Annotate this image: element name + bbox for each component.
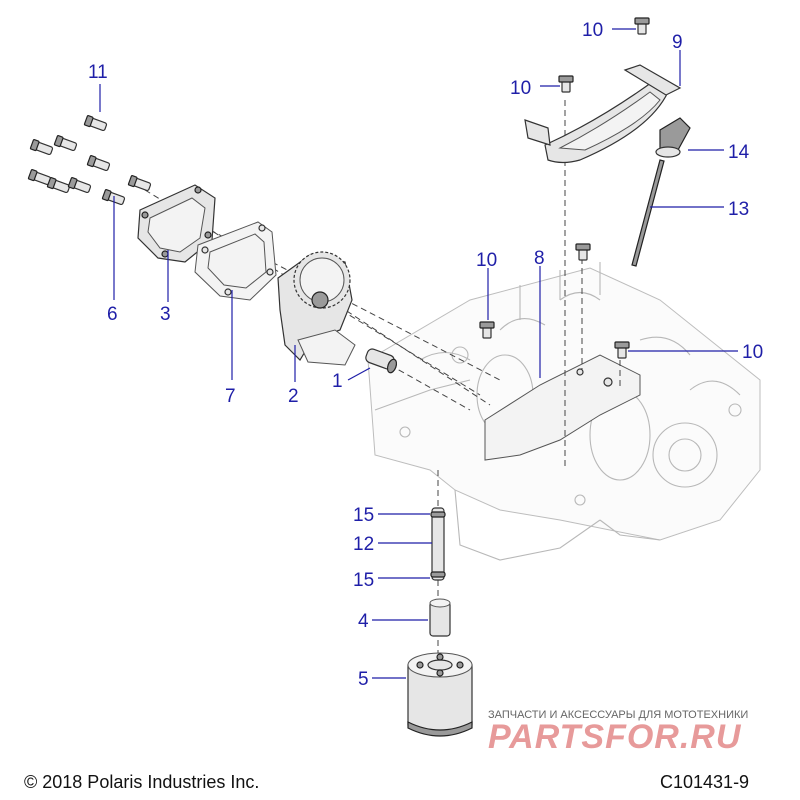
oil-filter-part-5 [407, 652, 473, 737]
callout-14: 14 [728, 142, 750, 163]
callout-13: 13 [728, 199, 749, 220]
watermark-brand: PARTSFOR.RU [488, 718, 742, 756]
dipstick-cap-part-14 [655, 117, 691, 158]
bolt-group-part-11 [27, 115, 152, 206]
bolt-part-10-case [575, 243, 591, 261]
leader-lines [99, 28, 738, 679]
diagram-code: C101431-9 [660, 772, 749, 792]
shield-part-9 [524, 64, 682, 164]
gasket-part-7 [194, 221, 277, 301]
watermark: ЗАПЧАСТИ И АКСЕССУАРЫ ДЛЯ МОТОТЕХНИКИ PA… [488, 709, 748, 756]
tube-part-12 [430, 507, 446, 581]
copyright-text: © 2018 Polaris Industries Inc. [24, 772, 259, 792]
dipstick-part-13 [631, 159, 665, 267]
callout-1: 1 [332, 371, 343, 392]
callout-10-top: 10 [582, 20, 603, 41]
callout-10-right: 10 [742, 342, 763, 363]
pump-cover-part-3 [137, 184, 216, 263]
watermark-tagline: ЗАПЧАСТИ И АКСЕССУАРЫ ДЛЯ МОТОТЕХНИКИ [488, 709, 748, 721]
callout-4: 4 [358, 611, 369, 632]
callout-5: 5 [358, 669, 369, 690]
callout-15-top: 15 [353, 505, 374, 526]
callout-10-left: 10 [476, 250, 497, 271]
fitting-part-1 [365, 348, 398, 374]
bolt-part-10-shield [558, 75, 574, 93]
callout-3: 3 [160, 304, 171, 325]
baffle-plate-part-8 [484, 354, 641, 461]
callout-9: 9 [672, 32, 683, 53]
callout-labels: 11 10 9 10 14 13 10 8 10 6 3 1 7 2 15 12… [88, 20, 763, 690]
bolt-part-10-top [634, 17, 650, 35]
oil-pump-part-2 [277, 251, 356, 366]
bolt-part-10-left [479, 321, 495, 339]
adapter-part-4 [429, 598, 451, 637]
callout-8: 8 [534, 248, 545, 269]
callout-12: 12 [353, 534, 374, 555]
callout-6: 6 [107, 304, 118, 325]
callout-7: 7 [225, 386, 236, 407]
callout-2: 2 [288, 386, 299, 407]
callout-15-bottom: 15 [353, 570, 374, 591]
bolt-part-10-right [614, 341, 630, 359]
callout-11: 11 [88, 62, 108, 83]
callout-10-shield: 10 [510, 78, 531, 99]
